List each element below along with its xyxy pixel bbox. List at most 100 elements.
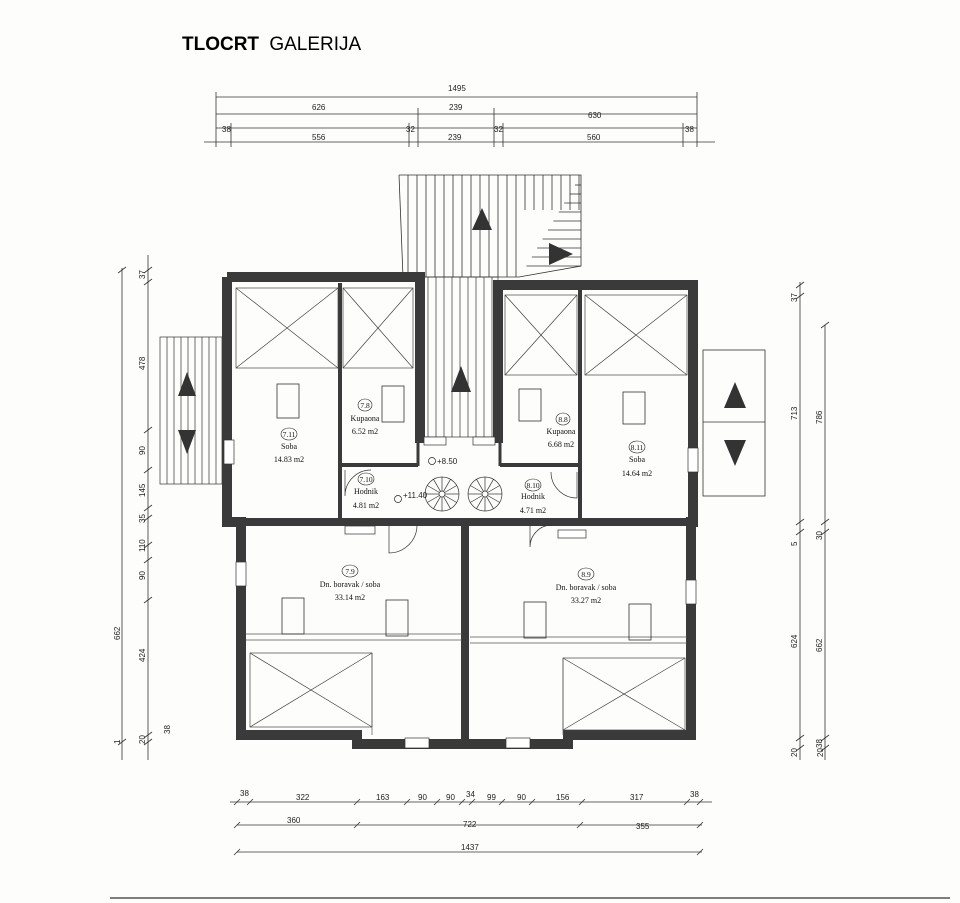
dim-bot-38a: 38 [240, 789, 249, 798]
right-stair-arrow-up-icon [724, 382, 746, 408]
room-name: Hodnik [354, 487, 378, 496]
dim-left-35: 35 [138, 514, 147, 523]
room-area: 33.14 m2 [335, 593, 365, 602]
dim-tick [820, 518, 830, 526]
room-number: 8.10 [526, 481, 539, 490]
dim-tick [683, 798, 691, 806]
room-number: 7.8 [360, 401, 370, 410]
gallery-voids [235, 287, 688, 731]
spiral-step [433, 496, 441, 509]
dim-bot-99: 99 [487, 793, 496, 802]
dim-tick [820, 744, 830, 752]
level-850: +8.50 [437, 457, 458, 466]
room-number: 7.9 [345, 567, 355, 576]
room-name: Dn. boravak / soba [320, 580, 381, 589]
dim-top-560: 560 [587, 133, 601, 142]
dim-tick [353, 798, 361, 806]
room-number: 7.10 [359, 475, 372, 484]
dim-tick [498, 798, 506, 806]
dim-tick [353, 821, 361, 829]
dim-tick [795, 518, 805, 526]
top-dimension-labels: 1495 626 239 630 38 556 32 239 32 560 38 [222, 84, 694, 142]
dim-tick [143, 738, 153, 746]
dim-tick [696, 798, 704, 806]
dim-left-145: 145 [138, 483, 147, 497]
dim-bot-90b: 90 [446, 793, 455, 802]
dim-bot-38b: 38 [690, 790, 699, 799]
right-dimensions [795, 281, 830, 760]
room-area: 6.68 m2 [548, 440, 574, 449]
spiral-step [487, 485, 500, 493]
spiral-step [470, 485, 483, 493]
room-name: Soba [281, 442, 297, 451]
spiral-step [443, 479, 451, 492]
stair-arrow-up-icon [472, 208, 492, 230]
wall-windows [223, 436, 699, 749]
dim-left-extra: 1 [113, 739, 122, 744]
title-normal: GALERIJA [269, 34, 361, 55]
room-labels: 7.11 Soba 14.83 m2 7.8 Kupaona 6.52 m2 7… [274, 398, 652, 605]
dim-tick [820, 734, 830, 742]
dim-right-786: 786 [815, 410, 824, 424]
dim-tick [143, 266, 153, 274]
dim-top-38b: 38 [685, 125, 694, 134]
level-1140: +11.40 [403, 491, 428, 500]
dim-tick [820, 528, 830, 536]
room-area: 4.81 m2 [353, 501, 379, 510]
room-name: Soba [629, 455, 645, 464]
dim-top-38a: 38 [222, 125, 231, 134]
room-area: 14.64 m2 [622, 469, 652, 478]
dim-bot-722: 722 [463, 820, 477, 829]
left-stair-arrow-up-icon [178, 372, 196, 396]
room-number: 8.9 [581, 570, 591, 579]
dim-left-38: 38 [163, 725, 172, 734]
room-7-9: 7.9 Dn. boravak / soba 33.14 m2 [320, 564, 381, 602]
dim-bot-34: 34 [466, 790, 475, 799]
dim-left-478: 478 [138, 356, 147, 370]
spiral-step [487, 495, 500, 503]
dim-left-37: 37 [138, 270, 147, 279]
bottom-dimensions [230, 798, 712, 856]
room-area: 33.27 m2 [571, 596, 601, 605]
dim-tick [143, 278, 153, 286]
room-name: Kupaona [547, 427, 576, 436]
left-dimensions [117, 255, 153, 760]
room-number: 7.11 [283, 430, 296, 439]
dim-tick [433, 798, 441, 806]
dim-tick [233, 821, 241, 829]
dim-tick [143, 556, 153, 564]
dim-tick [117, 266, 127, 274]
dim-tick [143, 596, 153, 604]
dim-right-30: 30 [815, 531, 824, 540]
dim-top-32b: 32 [494, 125, 503, 134]
dim-tick [143, 514, 153, 522]
dim-tick [795, 292, 805, 300]
room-name: Kupaona [351, 414, 380, 423]
spiral-stairs [424, 476, 503, 512]
dim-left-424: 424 [138, 648, 147, 662]
right-stairs [702, 349, 766, 497]
dim-tick [578, 798, 586, 806]
room-8-8: 8.8 Kupaona 6.68 m2 [547, 412, 576, 449]
dim-right-5: 5 [790, 541, 799, 546]
spiral-step [470, 495, 483, 503]
room-number: 8.8 [558, 415, 568, 424]
room-8-11: 8.11 Soba 14.64 m2 [622, 440, 652, 478]
dim-tick [696, 848, 704, 856]
room-7-8: 7.8 Kupaona 6.52 m2 [351, 398, 380, 436]
room-area: 6.52 m2 [352, 427, 378, 436]
level-markers: +8.50 +11.40 [394, 457, 458, 503]
spiral-step [486, 496, 494, 509]
dim-bot-overall: 1437 [461, 843, 479, 852]
spiral-step [444, 485, 457, 493]
dim-right-624: 624 [790, 634, 799, 648]
dim-tick [143, 466, 153, 474]
dim-top-626: 626 [312, 103, 326, 112]
dim-tick [576, 821, 584, 829]
dim-right-662: 662 [815, 638, 824, 652]
spiral-step [444, 495, 457, 503]
dim-top-630: 630 [588, 111, 602, 120]
dim-tick [246, 798, 254, 806]
dim-bot-90a: 90 [418, 793, 427, 802]
dim-bot-156: 156 [556, 793, 570, 802]
